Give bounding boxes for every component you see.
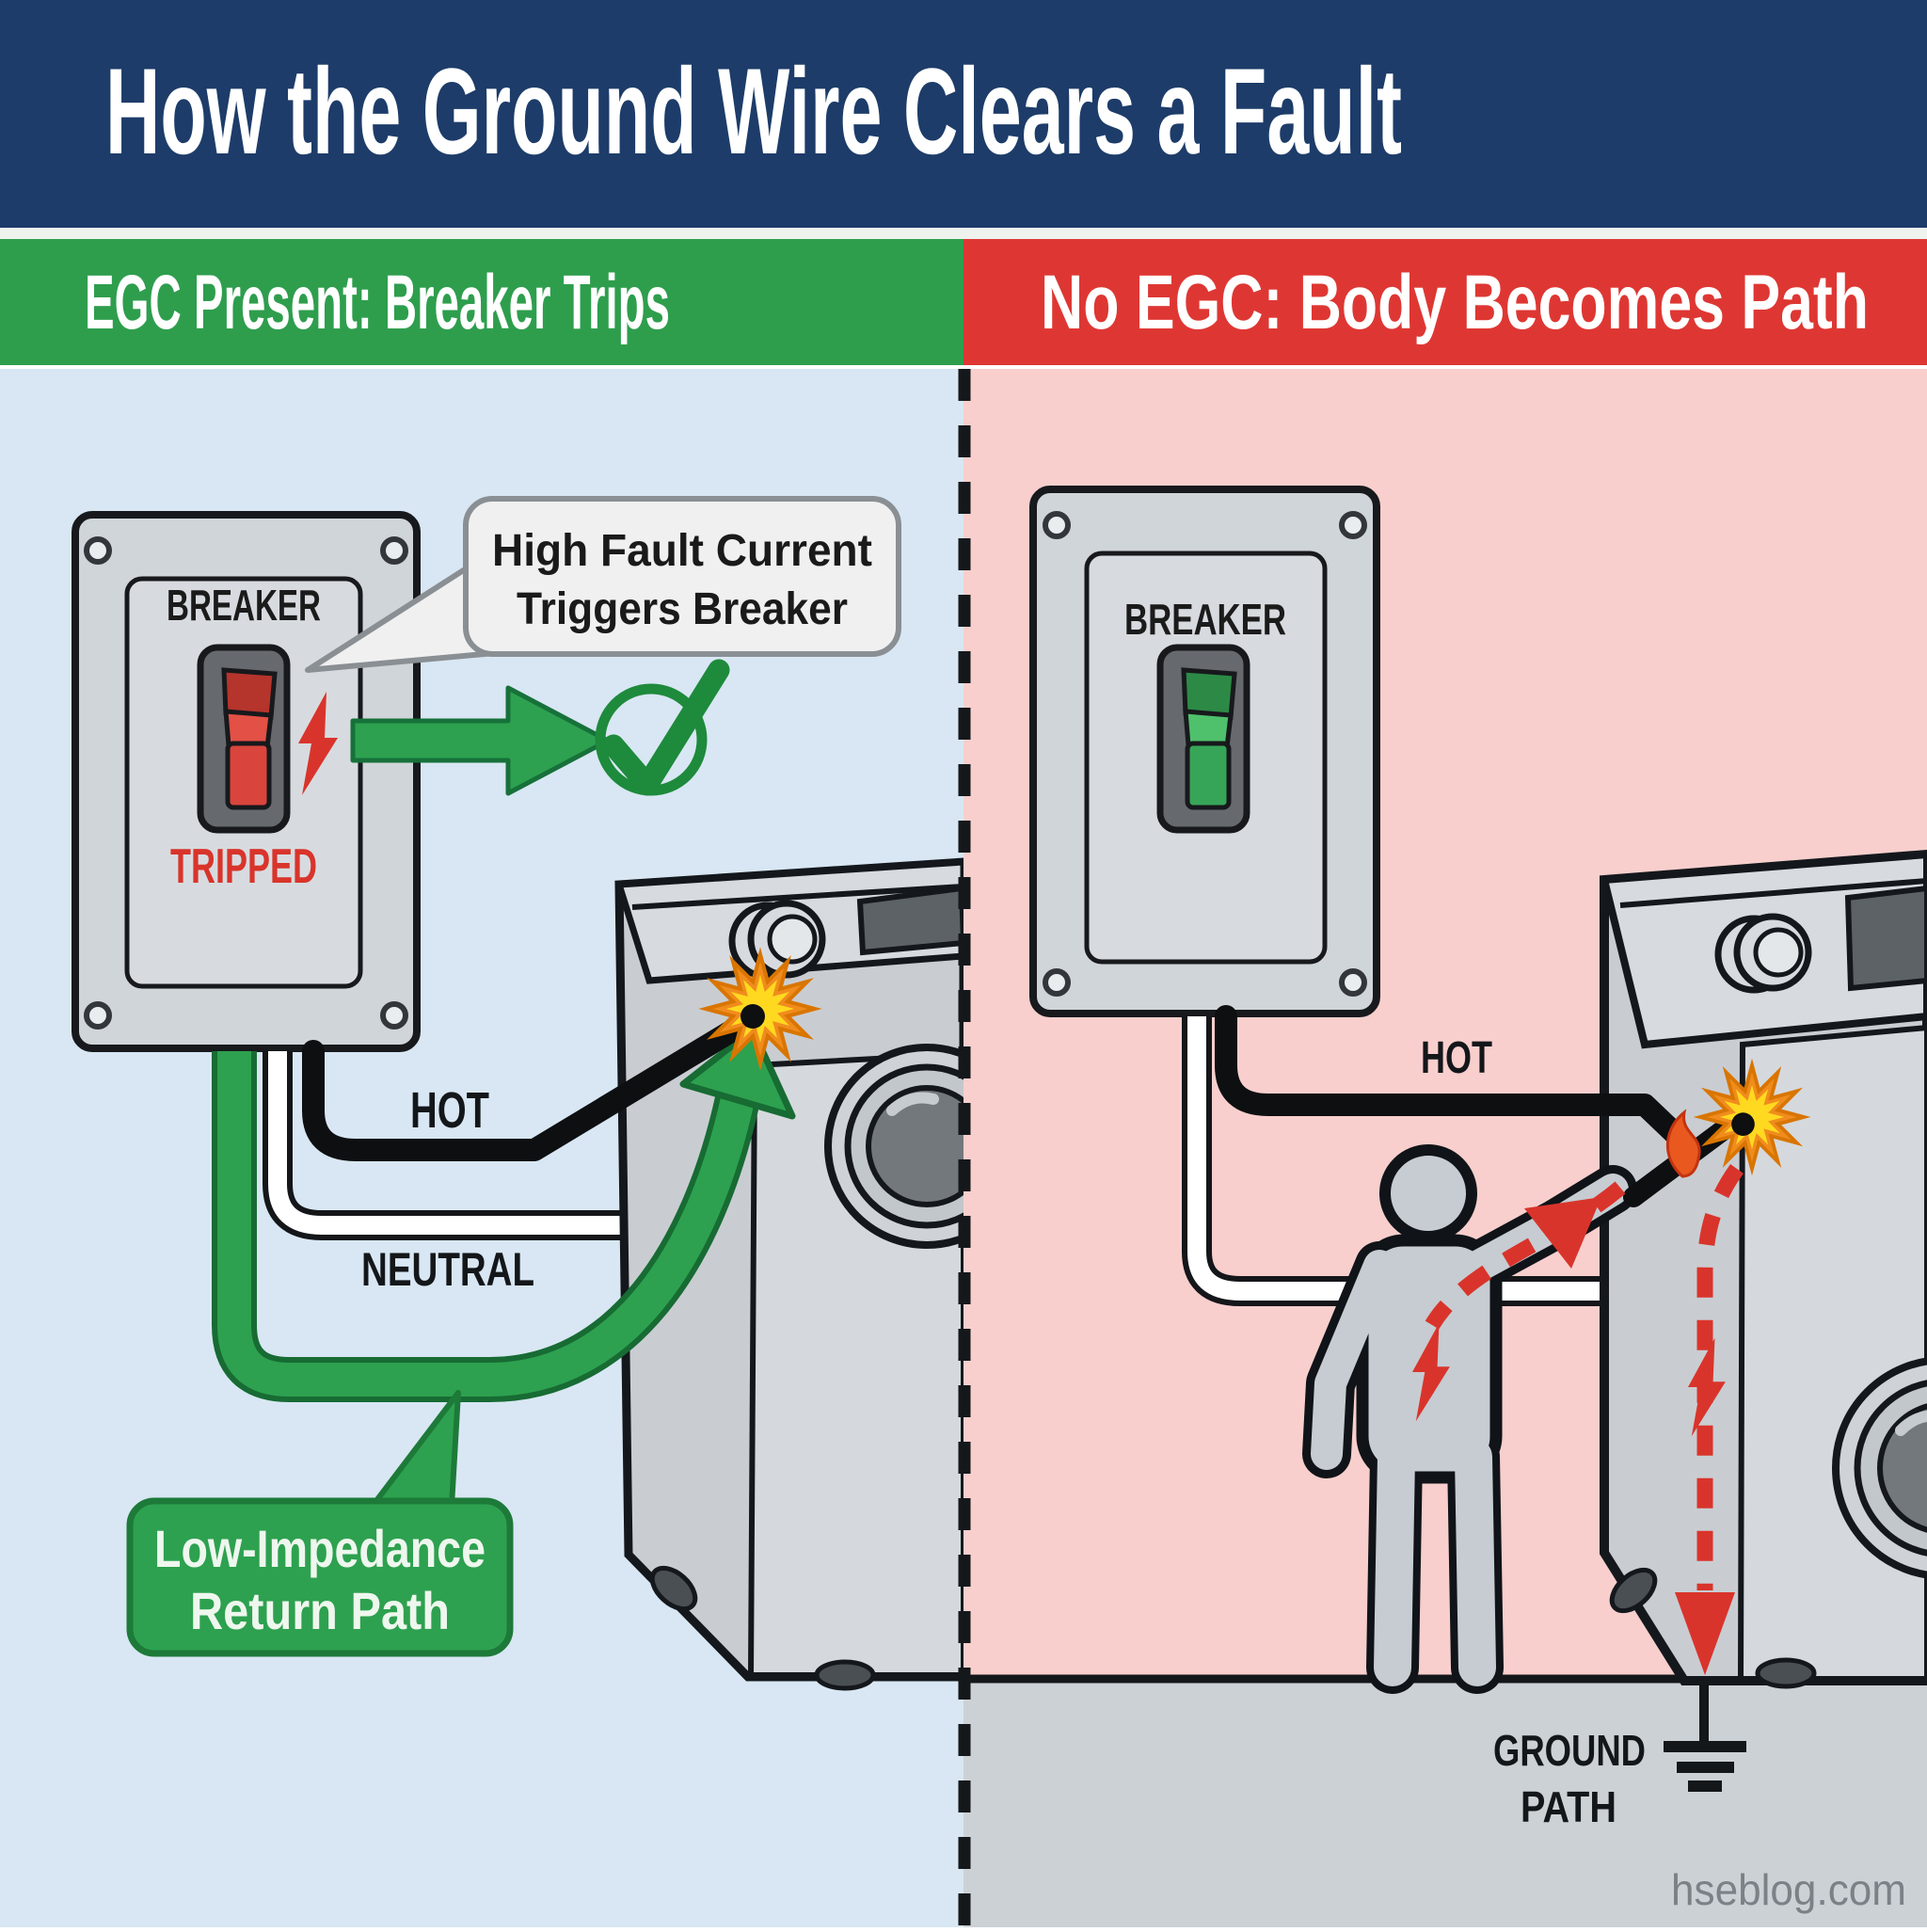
current-arrowhead-icon [1524, 1197, 1601, 1269]
screw-icon [380, 536, 408, 565]
neutral-wire [1182, 1016, 1605, 1306]
right-breaker-panel: BREAKER [1029, 486, 1380, 1017]
ground-return-path-arrow [212, 1026, 796, 1402]
screw-icon [84, 1001, 112, 1030]
washer-foot [814, 1659, 876, 1691]
hot-wire-label: HOT [1421, 1033, 1492, 1083]
checkmark-icon [595, 659, 730, 796]
washer-foot [649, 1565, 698, 1612]
body-current-path [1425, 1181, 1626, 1330]
fault-current-callout-line1: High Fault Current [492, 526, 872, 576]
screw-icon [1339, 511, 1367, 539]
current-arrowhead-icon [1675, 1592, 1735, 1675]
fault-current-callout: High Fault Current Triggers Breaker [305, 496, 901, 673]
left-scene: BREAKER TRIPPED NEUTRAL [0, 369, 964, 1927]
ground-floor [964, 1681, 1927, 1927]
fault-spark-icon [1693, 1058, 1811, 1176]
breaker-switch-on-icon [1181, 667, 1237, 810]
neutral-wire [263, 1051, 640, 1240]
neutral-wire-label: NEUTRAL [361, 1243, 534, 1296]
right-column-header-bar [964, 239, 1927, 365]
hot-wire [1215, 1005, 1697, 1156]
screw-icon [84, 536, 112, 565]
return-path-callout-line1: Low-Impedance [154, 1519, 486, 1578]
lightning-bolt-icon [1412, 1322, 1450, 1422]
screw-icon [380, 1001, 408, 1030]
ground-path-label-line1: GROUND [1493, 1726, 1646, 1775]
right-column-title: No EGC: Body Becomes Path [1041, 260, 1869, 345]
chassis-current-path [1675, 1164, 1744, 1675]
washer-door-icon [1832, 1357, 1927, 1579]
header-divider-strip [0, 228, 1927, 239]
hot-wire-label: HOT [410, 1082, 489, 1139]
washer-foot [1609, 1567, 1658, 1614]
ground-symbol-icon [1664, 1684, 1746, 1792]
washer-knob-icon [1714, 913, 1812, 994]
left-breaker-label: BREAKER [167, 581, 321, 630]
person-head [1379, 1144, 1477, 1242]
right-washing-machine [1599, 849, 1927, 1689]
left-column-title: EGC Present: Breaker Trips [85, 260, 670, 345]
page-title: How the Ground Wire Clears a Fault [105, 42, 1402, 180]
washer-door-icon [824, 1044, 964, 1249]
washer-foot [1755, 1657, 1817, 1689]
washer-display [856, 885, 964, 956]
washer-display [1844, 885, 1927, 992]
watermark: hseblog.com [1671, 1865, 1906, 1914]
ground-path-label-line2: PATH [1521, 1782, 1616, 1831]
breaker-switch-tripped-icon [221, 667, 278, 810]
title-bar [0, 0, 1927, 228]
fault-spark-icon [698, 947, 822, 1071]
washer-knob-icon [728, 900, 826, 981]
left-breaker-status: TRIPPED [170, 839, 317, 894]
return-path-callout: Low-Impedance Return Path [126, 1390, 514, 1657]
lightning-bolt-icon [1688, 1337, 1726, 1437]
screw-icon [1339, 968, 1367, 997]
screw-icon [1043, 968, 1071, 997]
right-breaker-label: BREAKER [1124, 595, 1286, 644]
flame-icon [1666, 1109, 1701, 1178]
right-scene: BREAKER [964, 369, 1927, 1927]
fault-current-callout-line2: Triggers Breaker [517, 584, 848, 634]
left-column-header-bar [0, 239, 964, 365]
screw-icon [1043, 511, 1071, 539]
lightning-bolt-icon [298, 692, 338, 795]
return-path-callout-line2: Return Path [190, 1581, 450, 1640]
trip-arrow-icon [350, 685, 611, 796]
hot-wire [302, 1013, 755, 1161]
left-breaker-panel: BREAKER TRIPPED [72, 511, 421, 1052]
